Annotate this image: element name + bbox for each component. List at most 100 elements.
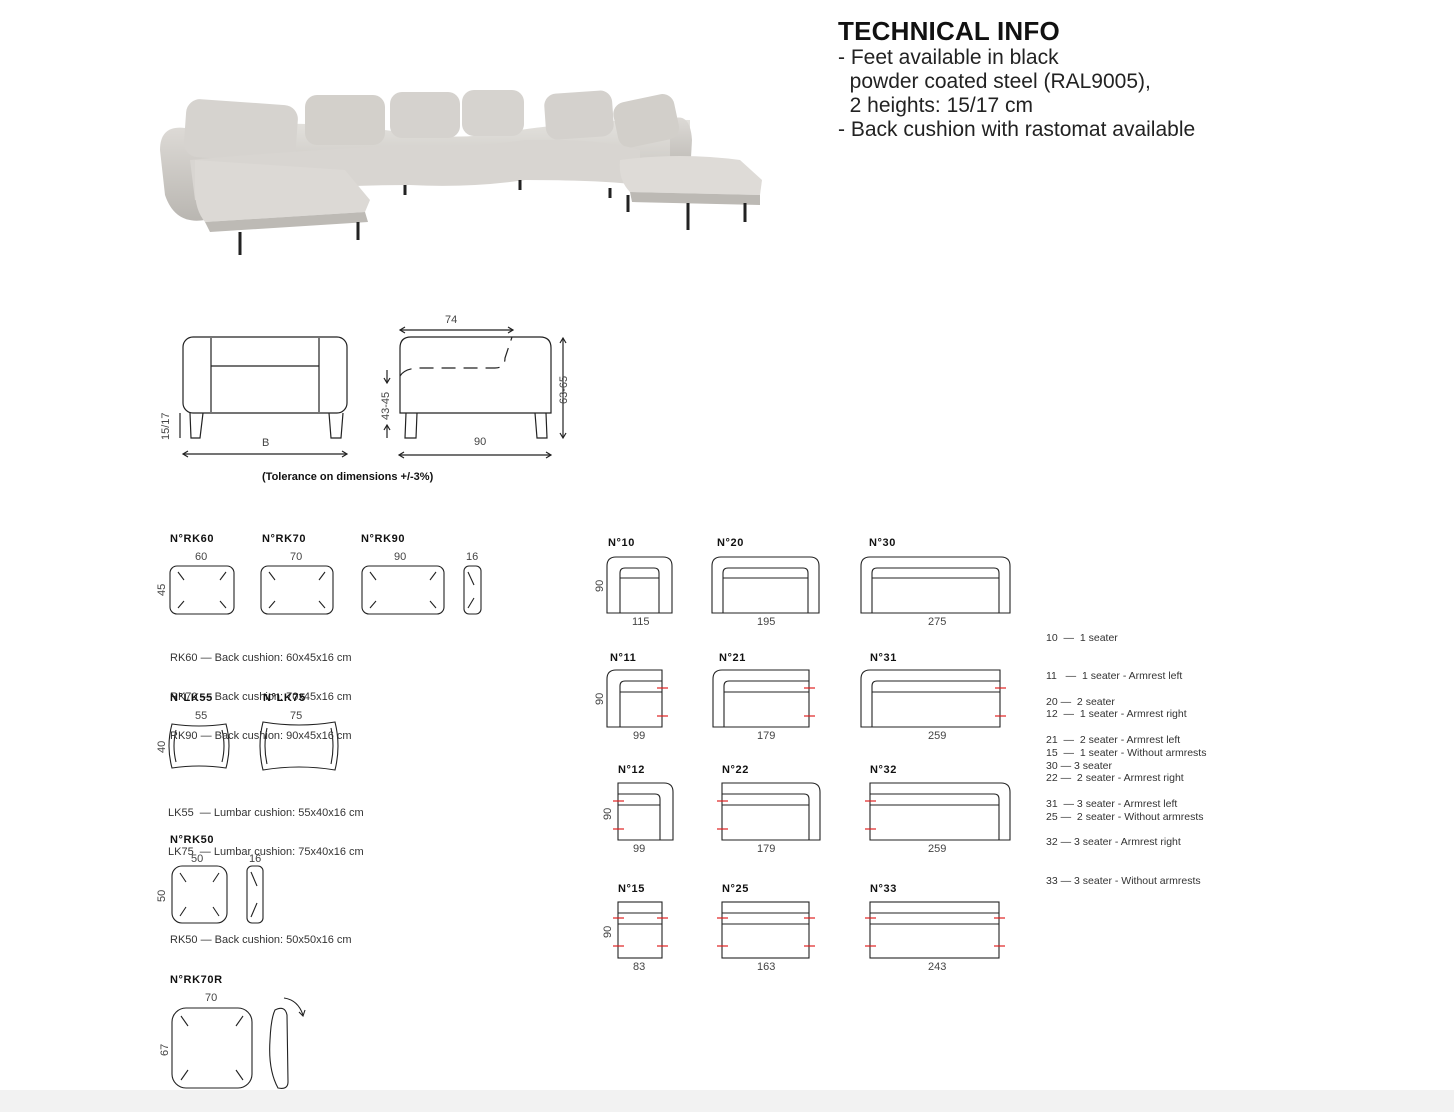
cushion-label: N°LK55 [170, 692, 213, 704]
cushion-rk90 [361, 565, 445, 615]
module-label: N°22 [722, 764, 749, 776]
cushion-width: 75 [290, 710, 303, 722]
module-width: 115 [632, 616, 650, 628]
module-width: 243 [928, 961, 947, 973]
legend-line: 25 — 2 seater - Without armrests [1046, 810, 1204, 823]
page-bottom-edge [0, 1090, 1454, 1112]
legend-line: 30 — 3 seater [1046, 759, 1112, 772]
module-32 [869, 782, 1011, 841]
tolerance-note: (Tolerance on dimensions +/-3%) [262, 471, 434, 483]
module-label: N°21 [719, 652, 746, 664]
module-label: N°25 [722, 883, 749, 895]
module-label: N°31 [870, 652, 897, 664]
module-33 [869, 901, 1000, 959]
module-width: 259 [928, 843, 947, 855]
module-25 [721, 901, 810, 959]
cushion-note: RK60 — Back cushion: 60x45x16 cm [170, 652, 352, 664]
cushion-notes-rk: RK60 — Back cushion: 60x45x16 cm RK70 — … [170, 626, 352, 756]
module-legend-3-seater: 30 — 3 seater 31 — 3 seater - Armrest le… [1046, 734, 1201, 900]
module-width: 259 [928, 730, 947, 742]
front-width-label: B [262, 437, 270, 449]
cushion-rk60 [169, 565, 235, 615]
module-10 [606, 556, 673, 614]
cushion-label: N°RK70R [170, 974, 223, 986]
module-width: 83 [633, 961, 646, 973]
cushion-rk-thickness [463, 565, 482, 615]
cushion-lk55 [168, 723, 230, 769]
module-width: 99 [633, 730, 646, 742]
module-width: 179 [757, 730, 776, 742]
technical-info-list: - Feet available in black powder coated … [838, 46, 1195, 142]
cushion-rk50 [171, 865, 228, 924]
cushion-label: N°LK75 [263, 692, 306, 704]
side-depth-label: 90 [474, 436, 487, 448]
module-label: N°33 [870, 883, 897, 895]
legend-line: 33 — 3 seater - Without armrests [1046, 874, 1201, 887]
cushion-thickness: 16 [249, 853, 262, 865]
legend-line: 15 — 1 seater - Without armrests [1046, 746, 1207, 759]
module-12 [617, 782, 674, 841]
cushion-label: N°RK60 [170, 533, 215, 545]
module-width: 195 [757, 616, 776, 628]
technical-info-line: powder coated steel (RAL9005), [838, 70, 1151, 93]
module-15 [617, 901, 663, 959]
technical-info-title: TECHNICAL INFO [838, 16, 1060, 46]
legend-line: 12 — 1 seater - Armrest right [1046, 708, 1187, 721]
legend-line: 21 — 2 seater - Armrest left [1046, 733, 1181, 746]
cushion-width: 55 [195, 710, 208, 722]
module-11 [606, 669, 663, 728]
module-width: 163 [757, 961, 776, 973]
module-depth: 90 [602, 925, 614, 938]
module-label: N°12 [618, 764, 645, 776]
module-width: 275 [928, 616, 947, 628]
cushion-width: 90 [394, 551, 407, 563]
technical-info-line: 2 heights: 15/17 cm [838, 94, 1033, 117]
cushion-label: N°RK70 [262, 533, 307, 545]
cushion-width: 70 [290, 551, 303, 563]
cushion-label: N°RK50 [170, 834, 215, 846]
module-20 [711, 556, 820, 614]
legend-line: 20 — 2 seater [1046, 695, 1115, 708]
rotate-arrow-icon [283, 997, 304, 1016]
module-legend-1-seater: 10 — 1 seater 11 — 1 seater - Armrest le… [1046, 606, 1206, 772]
module-depth: 90 [594, 692, 606, 705]
module-width: 99 [633, 843, 646, 855]
technical-info-line: - Feet available in black [838, 46, 1059, 69]
module-label: N°20 [717, 537, 744, 549]
cushion-note: LK55 — Lumbar cushion: 55x40x16 cm [168, 807, 364, 819]
cushion-width: 50 [191, 853, 204, 865]
cushion-rk70r [171, 1007, 253, 1089]
module-30 [860, 556, 1011, 614]
cushion-note: RK70 — Back cushion: 70x45x16 cm [170, 691, 352, 703]
module-label: N°10 [608, 537, 635, 549]
front-view-drawing [179, 336, 349, 458]
module-depth: 90 [602, 807, 614, 820]
side-top-label: 74 [445, 314, 458, 326]
legend-line: 10 — 1 seater [1046, 631, 1118, 644]
module-label: N°32 [870, 764, 897, 776]
legend-line: 22 — 2 seater - Armrest right [1046, 772, 1184, 785]
cushion-rk50-thickness [246, 865, 264, 924]
cushion-width: 70 [205, 992, 218, 1004]
cushion-note: RK90 — Back cushion: 90x45x16 cm [170, 730, 352, 742]
module-legend-2-seater: 20 — 2 seater 21 — 2 seater - Armrest le… [1046, 670, 1204, 836]
module-depth: 90 [594, 579, 606, 592]
legend-line: 11 — 1 seater - Armrest left [1046, 669, 1183, 682]
module-22 [721, 782, 821, 841]
legend-line: 32 — 3 seater - Armrest right [1046, 836, 1181, 849]
cushion-notes-lk: LK55 — Lumbar cushion: 55x40x16 cm LK75 … [168, 781, 364, 872]
cushion-note: RK50 — Back cushion: 50x50x16 cm [170, 934, 352, 946]
connection-markers [613, 687, 1006, 947]
cushion-thickness: 16 [466, 551, 479, 563]
module-width: 179 [757, 843, 776, 855]
cushion-note: LK75 — Lumbar cushion: 75x40x16 cm [168, 846, 364, 858]
module-label: N°11 [610, 652, 637, 664]
cushion-width: 60 [195, 551, 208, 563]
cushion-lk75 [259, 721, 339, 771]
cushion-rk70 [260, 565, 334, 615]
module-31 [860, 669, 1001, 728]
